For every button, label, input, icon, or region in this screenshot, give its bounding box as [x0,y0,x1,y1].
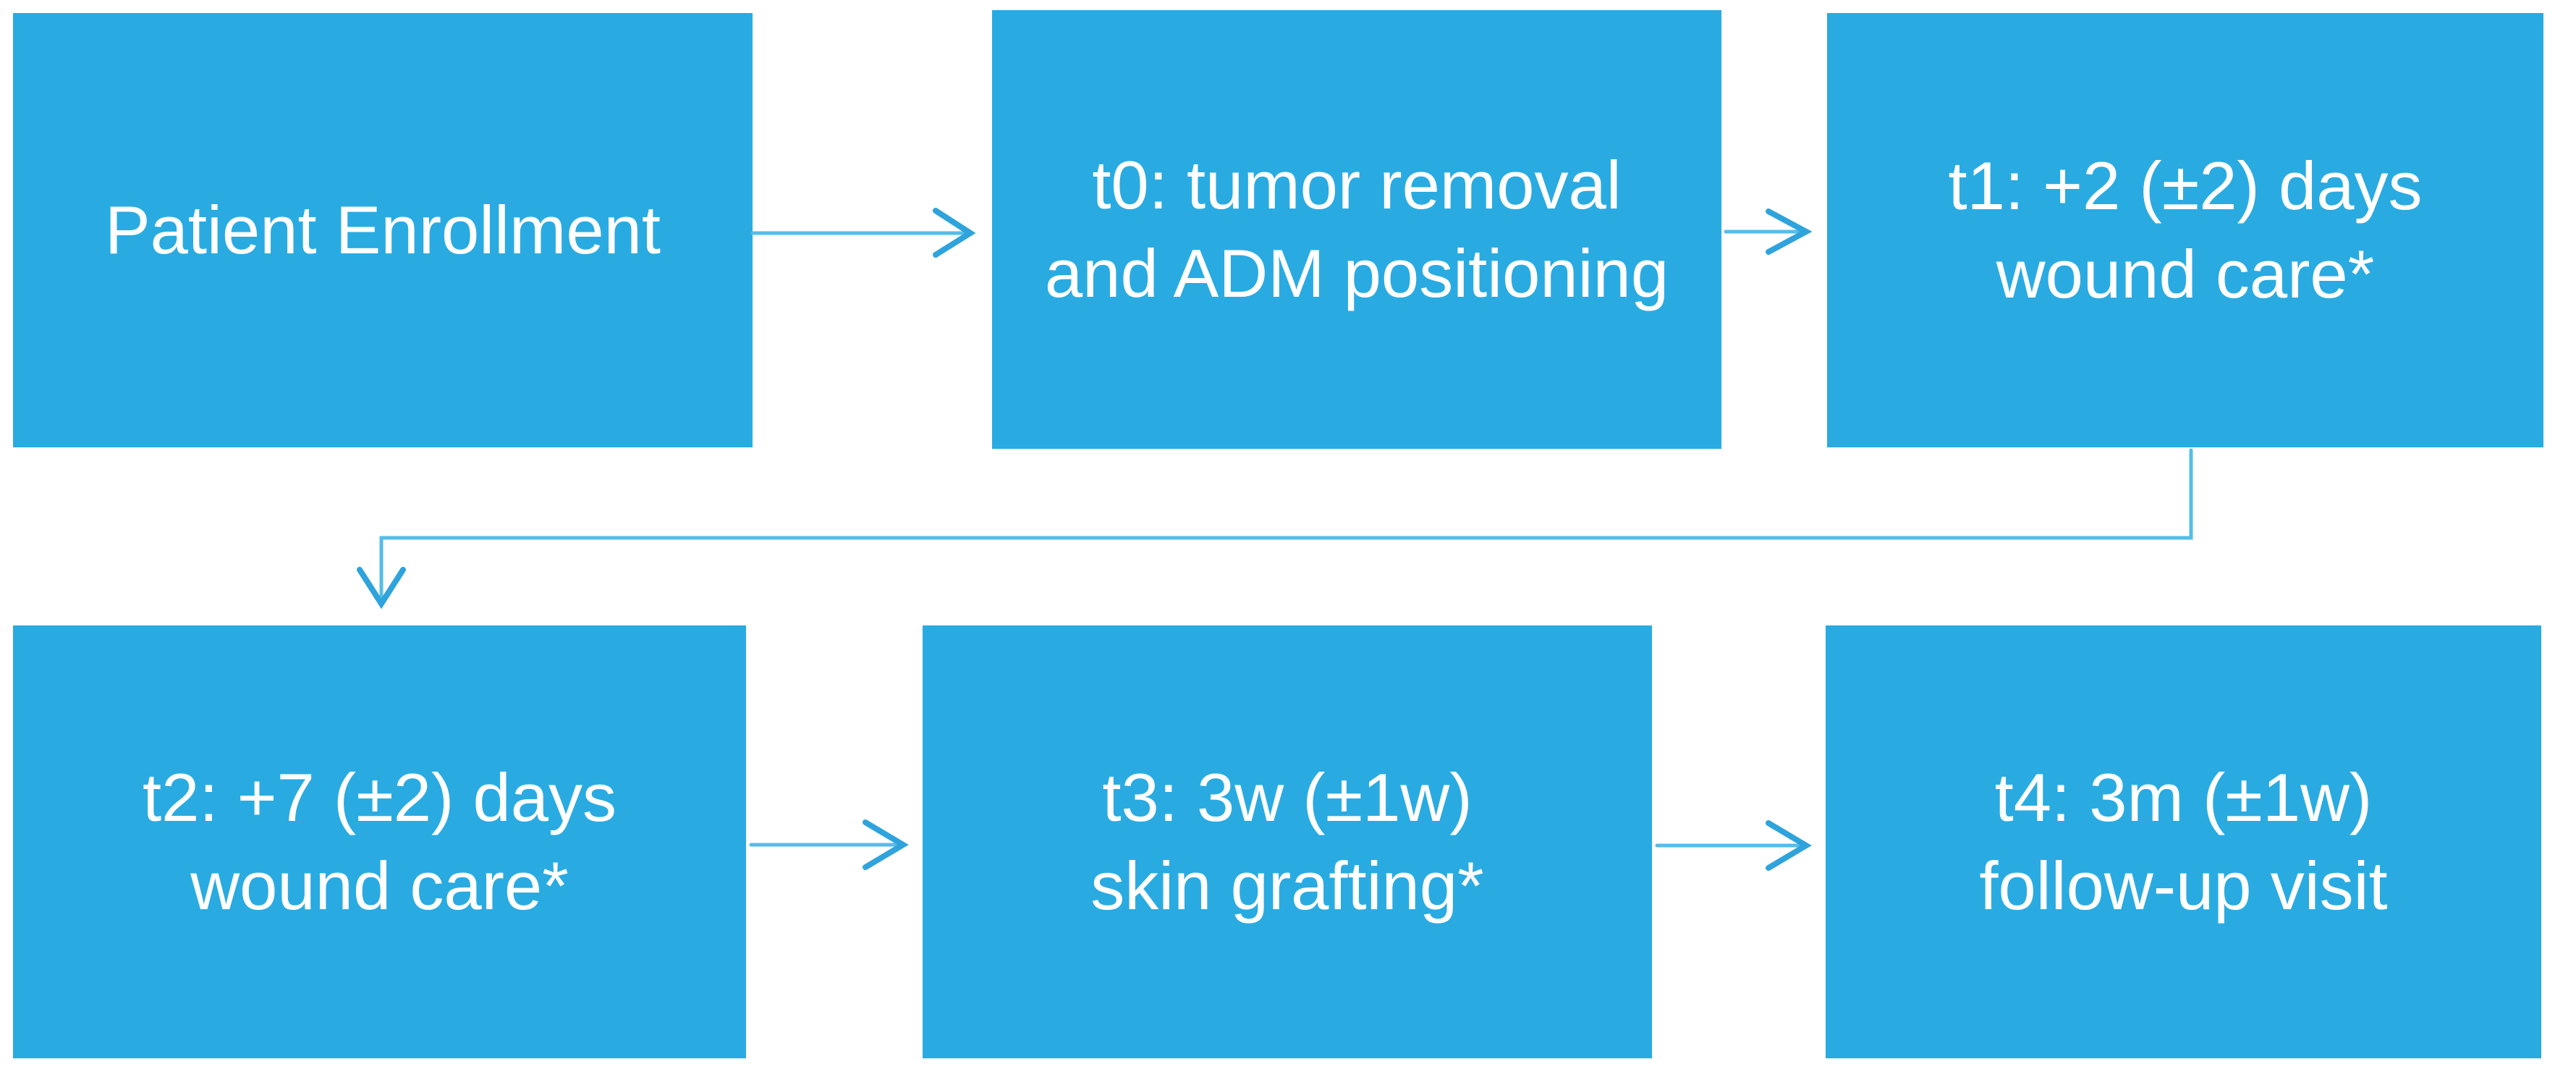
arrow-t1-to-t2-elbow [357,448,2193,610]
arrow-elbow-line [379,448,2193,603]
node-t1-line2: wound care* [1996,236,2375,312]
arrowhead-right-icon [1766,820,1812,871]
arrow-t3-to-t4 [1655,820,1812,871]
arrow-enrollment-to-t0 [750,208,976,258]
arrowhead-down-icon [357,567,406,610]
node-t3-line2: skin grafting* [1090,848,1484,924]
node-patient-enrollment-line1: Patient Enrollment [104,192,661,268]
node-t2-line1: t2: +7 (±2) days [142,759,617,835]
node-t3-skin-grafting: t3: 3w (±1w) skin grafting* [923,625,1652,1058]
arrow-t0-to-t1 [1724,208,1813,255]
arrowhead-right-icon [933,208,976,258]
node-t2-line2: wound care* [190,848,569,924]
node-t1-wound-care: t1: +2 (±2) days wound care* [1827,13,2543,447]
node-t0-line2: and ADM positioning [1044,235,1669,311]
node-t2-wound-care: t2: +7 (±2) days wound care* [13,625,746,1058]
node-t0-tumor-removal: t0: tumor removal and ADM positioning [992,10,1721,449]
node-t4-follow-up: t4: 3m (±1w) follow-up visit [1826,625,2541,1058]
node-t4-line1: t4: 3m (±1w) [1994,759,2373,835]
arrow-t2-to-t3 [749,819,909,870]
node-patient-enrollment: Patient Enrollment [13,13,753,447]
node-t1-line1: t1: +2 (±2) days [1948,148,2423,224]
node-t4-line2: follow-up visit [1979,848,2388,924]
arrowhead-right-icon [1766,208,1813,255]
arrowhead-right-icon [863,819,909,870]
node-t3-line1: t3: 3w (±1w) [1102,759,1473,835]
node-t0-line1: t0: tumor removal [1092,147,1622,223]
